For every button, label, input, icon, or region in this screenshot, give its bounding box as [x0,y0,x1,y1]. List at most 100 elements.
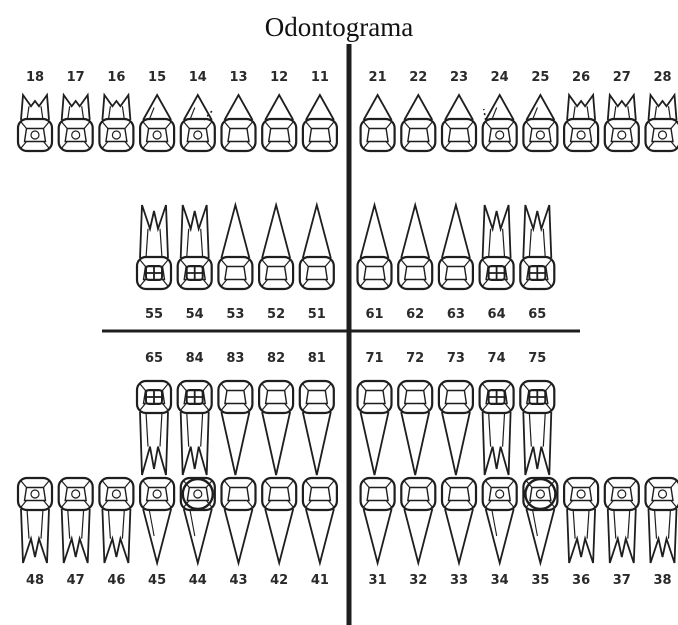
tooth-21[interactable]: 21 [361,70,395,151]
tooth-number: 36 [572,573,590,588]
tooth-73[interactable]: 73 [439,351,473,475]
tooth-34[interactable]: 34 [483,478,517,588]
tooth-53[interactable]: 53 [218,205,252,322]
tooth-12[interactable]: 12 [262,70,296,151]
tooth-37[interactable]: 37 [605,478,639,588]
tooth-54[interactable]: 54 [178,205,212,322]
tooth-number: 42 [270,573,288,588]
tooth-15[interactable]: 15 [140,70,174,151]
tooth-number: 54 [186,307,204,322]
tooth-75[interactable]: 75 [520,351,554,475]
tooth-31[interactable]: 31 [361,478,395,588]
tooth-41[interactable]: 41 [303,478,337,588]
tooth-25[interactable]: 25 [523,70,557,151]
tooth-number: 25 [531,70,549,85]
tooth-83[interactable]: 83 [218,351,252,475]
tooth-number: 16 [107,70,125,85]
tooth-74[interactable]: 74 [480,351,514,475]
tooth-number: 51 [308,307,326,322]
tooth-22[interactable]: 22 [401,70,435,151]
tooth-number: 61 [365,307,383,322]
tooth-number: 21 [369,70,387,85]
tooth-38[interactable]: 38 [646,478,678,588]
tooth-number: 41 [311,573,329,588]
tooth-number: 23 [450,70,468,85]
tooth-number: 38 [653,573,671,588]
tooth-number: 65 [145,351,163,366]
tooth-number: 46 [107,573,125,588]
tooth-42[interactable]: 42 [262,478,296,588]
tooth-number: 33 [450,573,468,588]
tooth-13[interactable]: 13 [222,70,256,151]
tooth-16[interactable]: 16 [99,70,133,151]
tooth-18[interactable]: 18 [18,70,52,151]
tooth-65[interactable]: 65 [137,351,171,475]
tooth-61[interactable]: 61 [358,205,392,322]
tooth-number: 65 [528,307,546,322]
tooth-number: 15 [148,70,166,85]
tooth-number: 44 [189,573,207,588]
tooth-number: 63 [447,307,465,322]
tooth-63[interactable]: 63 [439,205,473,322]
tooth-62[interactable]: 62 [398,205,432,322]
tooth-number: 74 [488,351,506,366]
tooth-46[interactable]: 46 [99,478,133,588]
tooth-number: 24 [491,70,509,85]
tooth-24[interactable]: 24 [483,70,517,151]
tooth-number: 13 [229,70,247,85]
tooth-number: 48 [26,573,44,588]
tooth-82[interactable]: 82 [259,351,293,475]
tooth-number: 72 [406,351,424,366]
tooth-43[interactable]: 43 [222,478,256,588]
tooth-84[interactable]: 84 [178,351,212,475]
tooth-number: 14 [189,70,207,85]
tooth-64[interactable]: 64 [480,205,514,322]
tooth-number: 45 [148,573,166,588]
tooth-55[interactable]: 55 [137,205,171,322]
tooth-14[interactable]: 14 [181,70,215,151]
tooth-number: 73 [447,351,465,366]
tooth-number: 17 [67,70,85,85]
tooth-number: 55 [145,307,163,322]
tooth-51[interactable]: 51 [300,205,334,322]
tooth-72[interactable]: 72 [398,351,432,475]
tooth-47[interactable]: 47 [59,478,93,588]
tooth-number: 32 [409,573,427,588]
tooth-number: 84 [186,351,204,366]
tooth-number: 71 [365,351,383,366]
tooth-45[interactable]: 45 [140,478,174,588]
tooth-number: 83 [226,351,244,366]
tooth-number: 18 [26,70,44,85]
tooth-number: 31 [369,573,387,588]
tooth-17[interactable]: 17 [59,70,93,151]
tooth-52[interactable]: 52 [259,205,293,322]
tooth-33[interactable]: 33 [442,478,476,588]
tooth-number: 81 [308,351,326,366]
tooth-23[interactable]: 23 [442,70,476,151]
tooth-number: 43 [229,573,247,588]
tooth-48[interactable]: 48 [18,478,52,588]
tooth-36[interactable]: 36 [564,478,598,588]
tooth-number: 34 [491,573,509,588]
tooth-number: 35 [531,573,549,588]
tooth-71[interactable]: 71 [358,351,392,475]
tooth-number: 52 [267,307,285,322]
tooth-26[interactable]: 26 [564,70,598,151]
tooth-11[interactable]: 11 [303,70,337,151]
tooth-27[interactable]: 27 [605,70,639,151]
tooth-number: 11 [311,70,329,85]
tooth-28[interactable]: 28 [646,70,678,151]
tooth-81[interactable]: 81 [300,351,334,475]
tooth-number: 26 [572,70,590,85]
tooth-number: 64 [488,307,506,322]
tooth-number: 47 [67,573,85,588]
tooth-44[interactable]: 44 [181,478,215,588]
tooth-number: 22 [409,70,427,85]
tooth-35[interactable]: 35 [523,478,557,588]
tooth-number: 75 [528,351,546,366]
tooth-65[interactable]: 65 [520,205,554,322]
tooth-32[interactable]: 32 [401,478,435,588]
tooth-number: 62 [406,307,424,322]
tooth-number: 27 [613,70,631,85]
